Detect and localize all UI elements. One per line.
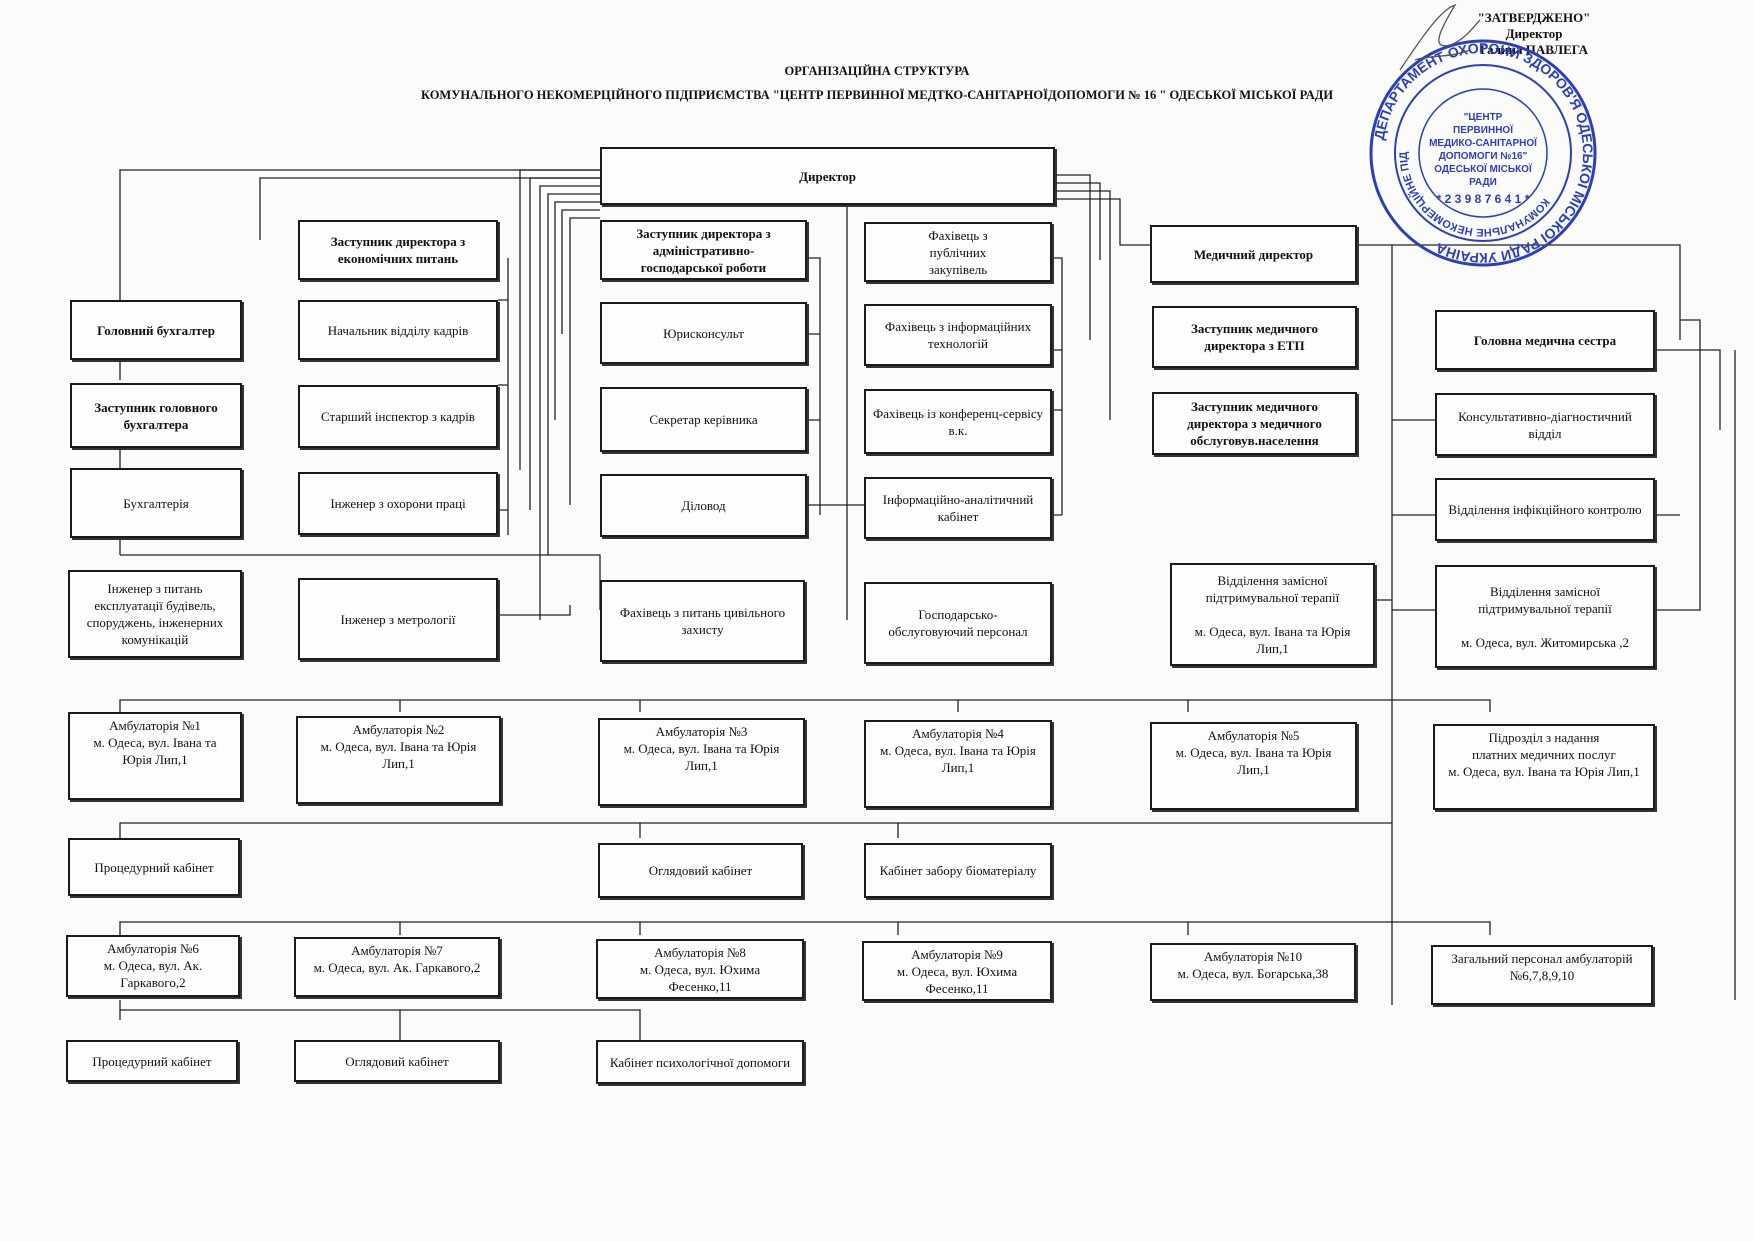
- subst-therapy-2-box: Відділення замісної підтримувальної тера…: [1435, 565, 1655, 668]
- ambulatory-9-box: Амбулаторія №9 м. Одеса, вул. Юхима Фесе…: [862, 941, 1052, 1001]
- clerk-box: Діловод: [600, 474, 807, 537]
- ambulatory-1-box: Амбулаторія №1 м. Одеса, вул. Івана та Ю…: [68, 712, 242, 800]
- general-staff-box: Загальний персонал амбулаторій №6,7,8,9,…: [1431, 945, 1653, 1005]
- approval-position: Директор: [1505, 26, 1563, 41]
- deputy-admin-box: Заступник директора з адміністративно- г…: [600, 220, 807, 280]
- procurement-box: Фахівець з публічних закупівель: [864, 222, 1052, 282]
- deputy-med-population-box: Заступник медичного директора з медичног…: [1152, 392, 1357, 455]
- signature: [1399, 3, 1481, 71]
- psych-room-box: Кабінет психологічної допомоги: [596, 1040, 804, 1084]
- approval-block: "ЗАТВЕРДЖЕНО" Директор Галина ПАВЛЕГА: [1454, 10, 1614, 58]
- approval-name: Галина ПАВЛЕГА: [1479, 42, 1589, 57]
- legal-box: Юрисконсульт: [600, 302, 807, 364]
- ambulatory-10-box: Амбулаторія №10 м. Одеса, вул. Богарська…: [1150, 943, 1356, 1001]
- subst-therapy-1-box: Відділення замісної підтримувальної тера…: [1170, 563, 1375, 666]
- conference-box: Фахівець із конференц-сервісу в.к.: [864, 389, 1052, 454]
- page-title: ОРГАНІЗАЦІЙНА СТРУКТУРА: [784, 64, 970, 78]
- ambulatory-2-box: Амбулаторія №2 м. Одеса, вул. Івана та Ю…: [296, 716, 501, 804]
- stamp-center-6: РАДИ: [1469, 177, 1497, 188]
- it-specialist-box: Фахівець з інформаційних технологій: [864, 304, 1052, 366]
- biomaterial-room-box: Кабінет забору біоматеріалу: [864, 843, 1052, 898]
- engineer-metrology-box: Інженер з метрології: [298, 578, 498, 660]
- ambulatory-5-box: Амбулаторія №5 м. Одеса, вул. Івана та Ю…: [1150, 722, 1357, 810]
- deputy-med-etp-box: Заступник медичного директора з ЕТП: [1152, 306, 1357, 368]
- exam-room-2-box: Оглядовий кабінет: [294, 1040, 500, 1082]
- stamp-center-2: ПЕРВИННОЇ: [1453, 123, 1513, 136]
- ambulatory-6-box: Амбулаторія №6 м. Одеса, вул. Ак. Гаркав…: [66, 935, 240, 997]
- accounting-box: Бухгалтерія: [70, 468, 242, 538]
- hr-head-box: Начальник відділу кадрів: [298, 300, 498, 360]
- stamp-center-3: МЕДИКО-САНІТАРНОЇ: [1429, 136, 1537, 149]
- maintenance-staff-box: Господарсько- обслуговуючий персонал: [864, 582, 1052, 664]
- stamp-code: * 2 3 9 8 7 6 4 1 *: [1437, 192, 1530, 206]
- deputy-economic-box: Заступник директора з економічних питань: [298, 220, 498, 280]
- stamp-center-1: "ЦЕНТР: [1464, 112, 1503, 123]
- stamp-center-5: ОДЕСЬКОЇ МІСЬКОЇ: [1434, 162, 1532, 175]
- chief-accountant-box: Головний бухгалтер: [70, 300, 242, 360]
- ambulatory-8-box: Амбулаторія №8 м. Одеса, вул. Юхима Фесе…: [596, 939, 804, 999]
- engineer-buildings-box: Інженер з питань експлуатації будівель, …: [68, 570, 242, 658]
- deputy-accountant-box: Заступник головного бухгалтера: [70, 383, 242, 448]
- ambulatory-7-box: Амбулаторія №7 м. Одеса, вул. Ак. Гаркав…: [294, 937, 500, 997]
- infection-control-box: Відділення інфікційного контролю: [1435, 478, 1655, 541]
- labor-safety-box: Інженер з охорони праці: [298, 472, 498, 535]
- page-subtitle: КОМУНАЛЬНОГО НЕКОМЕРЦІЙНОГО ПІДПРИЄМСТВА…: [420, 88, 1334, 102]
- exam-room-1-box: Оглядовий кабінет: [598, 843, 803, 898]
- stamp-center-4: ДОПОМОГИ №16": [1439, 151, 1528, 162]
- paid-services-box: Підрозділ з надання платних медичних пос…: [1433, 724, 1655, 810]
- secretary-box: Секретар керівника: [600, 387, 807, 452]
- consult-diag-box: Консультативно-діагностичний відділ: [1435, 393, 1655, 456]
- info-analytic-box: Інформаційно-аналітичний кабінет: [864, 477, 1052, 539]
- medical-director-box: Медичний директор: [1150, 225, 1357, 283]
- senior-hr-box: Старший інспектор з кадрів: [298, 385, 498, 448]
- official-stamp: ДЕПАРТАМЕНТ ОХОРОНИ ЗДОРОВ'Я ОДЕСЬКОЇ МІ…: [1368, 38, 1597, 267]
- ambulatory-3-box: Амбулаторія №3 м. Одеса, вул. Івана та Ю…: [598, 718, 805, 806]
- procedure-room-1-box: Процедурний кабінет: [68, 838, 240, 896]
- head-nurse-box: Головна медична сестра: [1435, 310, 1655, 370]
- director-box: Директор: [600, 147, 1055, 205]
- ambulatory-4-box: Амбулаторія №4 м. Одеса, вул. Івана та Ю…: [864, 720, 1052, 808]
- approval-status: "ЗАТВЕРДЖЕНО": [1477, 10, 1591, 25]
- civil-defense-box: Фахівець з питань цивільного захисту: [600, 580, 805, 662]
- procedure-room-2-box: Процедурний кабінет: [66, 1040, 238, 1082]
